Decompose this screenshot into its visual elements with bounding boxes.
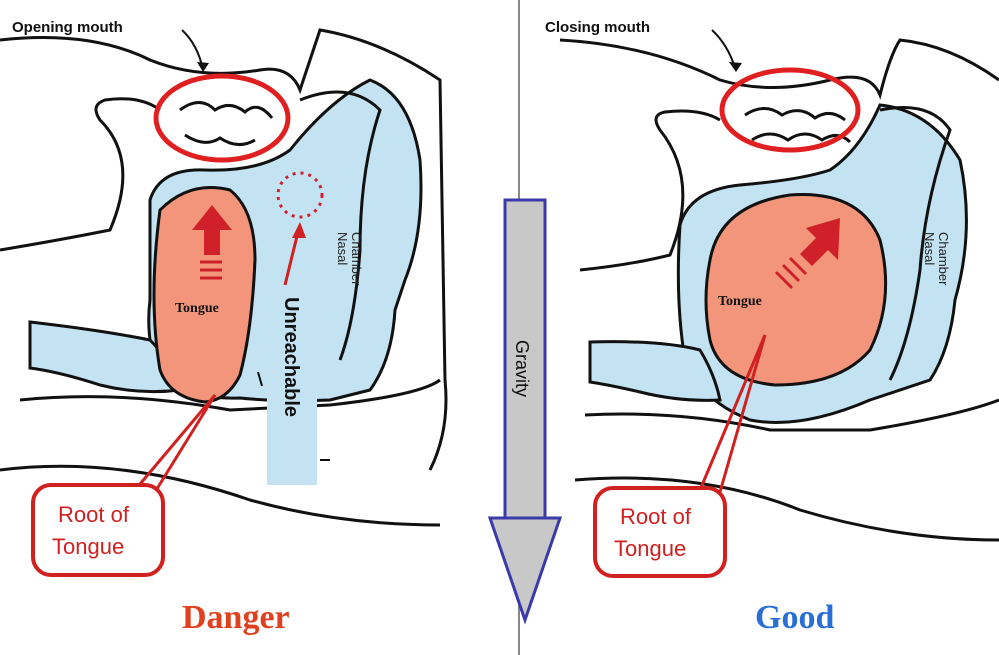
left-verdict: Danger	[182, 599, 290, 636]
right-head-outline	[560, 40, 999, 95]
right-lower-airway	[590, 342, 720, 401]
gravity-label: Gravity	[512, 340, 532, 397]
left-callout-line2: Tongue	[52, 534, 124, 559]
gravity-arrowhead-icon	[490, 518, 560, 620]
left-tongue-label: Tongue	[175, 301, 219, 316]
left-face-line	[0, 99, 160, 250]
right-callout-line1: Root of	[620, 504, 692, 529]
gravity-arrow: Gravity	[490, 200, 560, 620]
right-teeth	[745, 109, 850, 143]
right-annotation-arrowhead-icon	[729, 62, 742, 72]
svg-text:Nasal: Nasal	[335, 232, 350, 265]
right-tongue	[706, 195, 886, 385]
right-callout-box	[595, 488, 725, 576]
svg-text:Nasal: Nasal	[922, 232, 937, 265]
left-annotation-arrowhead-icon	[197, 62, 209, 72]
svg-text:Chamber: Chamber	[936, 232, 951, 286]
left-callout-pointer	[135, 395, 215, 490]
right-verdict: Good	[755, 599, 834, 636]
left-callout-pointer	[155, 395, 215, 492]
left-callout-box	[33, 485, 163, 575]
left-mouth-highlight	[156, 76, 288, 160]
right-annotation: Closing mouth	[545, 19, 650, 36]
left-callout-line1: Root of	[58, 502, 130, 527]
left-unreachable-label: Unreachable	[280, 297, 302, 417]
right-panel: Tongue Nasal Chamber Root of Tongue Clos…	[545, 19, 999, 636]
left-panel: Tongue Unreachable Nasal Chamber Root of…	[0, 19, 446, 636]
right-callout-line2: Tongue	[614, 536, 686, 561]
left-annotation: Opening mouth	[12, 19, 123, 36]
svg-text:Chamber: Chamber	[349, 232, 364, 286]
left-teeth	[180, 103, 272, 145]
right-tongue-label: Tongue	[718, 294, 762, 309]
